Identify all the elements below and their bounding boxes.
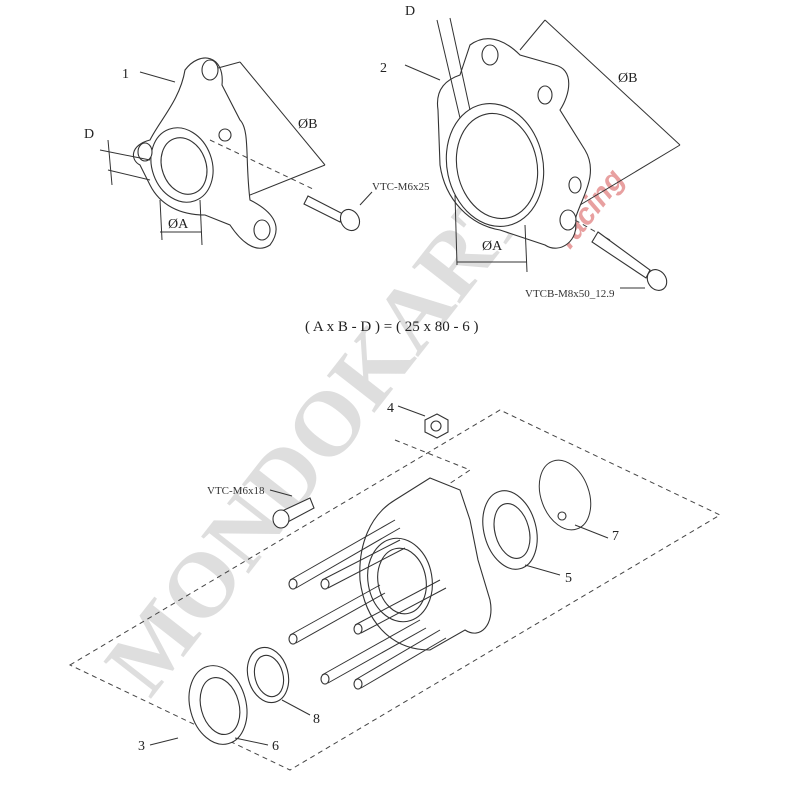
- part-1-carrier: 1 D ØA ØB VTC-M6x25: [84, 57, 430, 249]
- part-7-circlip: 7: [538, 459, 619, 544]
- part-2-dim-b: ØB: [618, 71, 637, 86]
- part-1-dim-a: ØA: [168, 217, 189, 232]
- part-2-dim-a: ØA: [482, 239, 503, 254]
- part-2-carrier: 2 D ØA ØB VTCB-M8x50_12.9: [380, 4, 681, 300]
- wheel-studs: [288, 519, 447, 690]
- hub-screw: VTC-M6x18: [207, 485, 315, 529]
- part-1-dim-b: ØB: [298, 117, 317, 132]
- part-6-bearing: 6: [188, 665, 279, 754]
- part-2-dim-d: D: [405, 4, 415, 19]
- hub-screw-label: VTC-M6x18: [207, 485, 265, 497]
- part-4-nut: 4: [387, 401, 449, 439]
- part-7-label: 7: [612, 529, 619, 544]
- part-8-label: 8: [313, 712, 320, 727]
- part-5-bearing: 5: [482, 490, 572, 586]
- part-8-ring-nut: 8: [246, 646, 320, 727]
- part-2-label: 2: [380, 61, 387, 76]
- part-3-label: 3: [138, 739, 145, 754]
- hub: [288, 477, 492, 690]
- dimension-formula: ( A x B - D ) = ( 25 x 80 - 6 ): [305, 319, 478, 335]
- part-5-label: 5: [565, 571, 572, 586]
- part-2-screw-label: VTCB-M8x50_12.9: [525, 288, 615, 300]
- part-1-screw-label: VTC-M6x25: [372, 181, 430, 193]
- part-1-label: 1: [122, 67, 129, 82]
- part-1-dim-d: D: [84, 127, 94, 142]
- part-4-label: 4: [387, 401, 394, 416]
- part-6-label: 6: [272, 739, 279, 754]
